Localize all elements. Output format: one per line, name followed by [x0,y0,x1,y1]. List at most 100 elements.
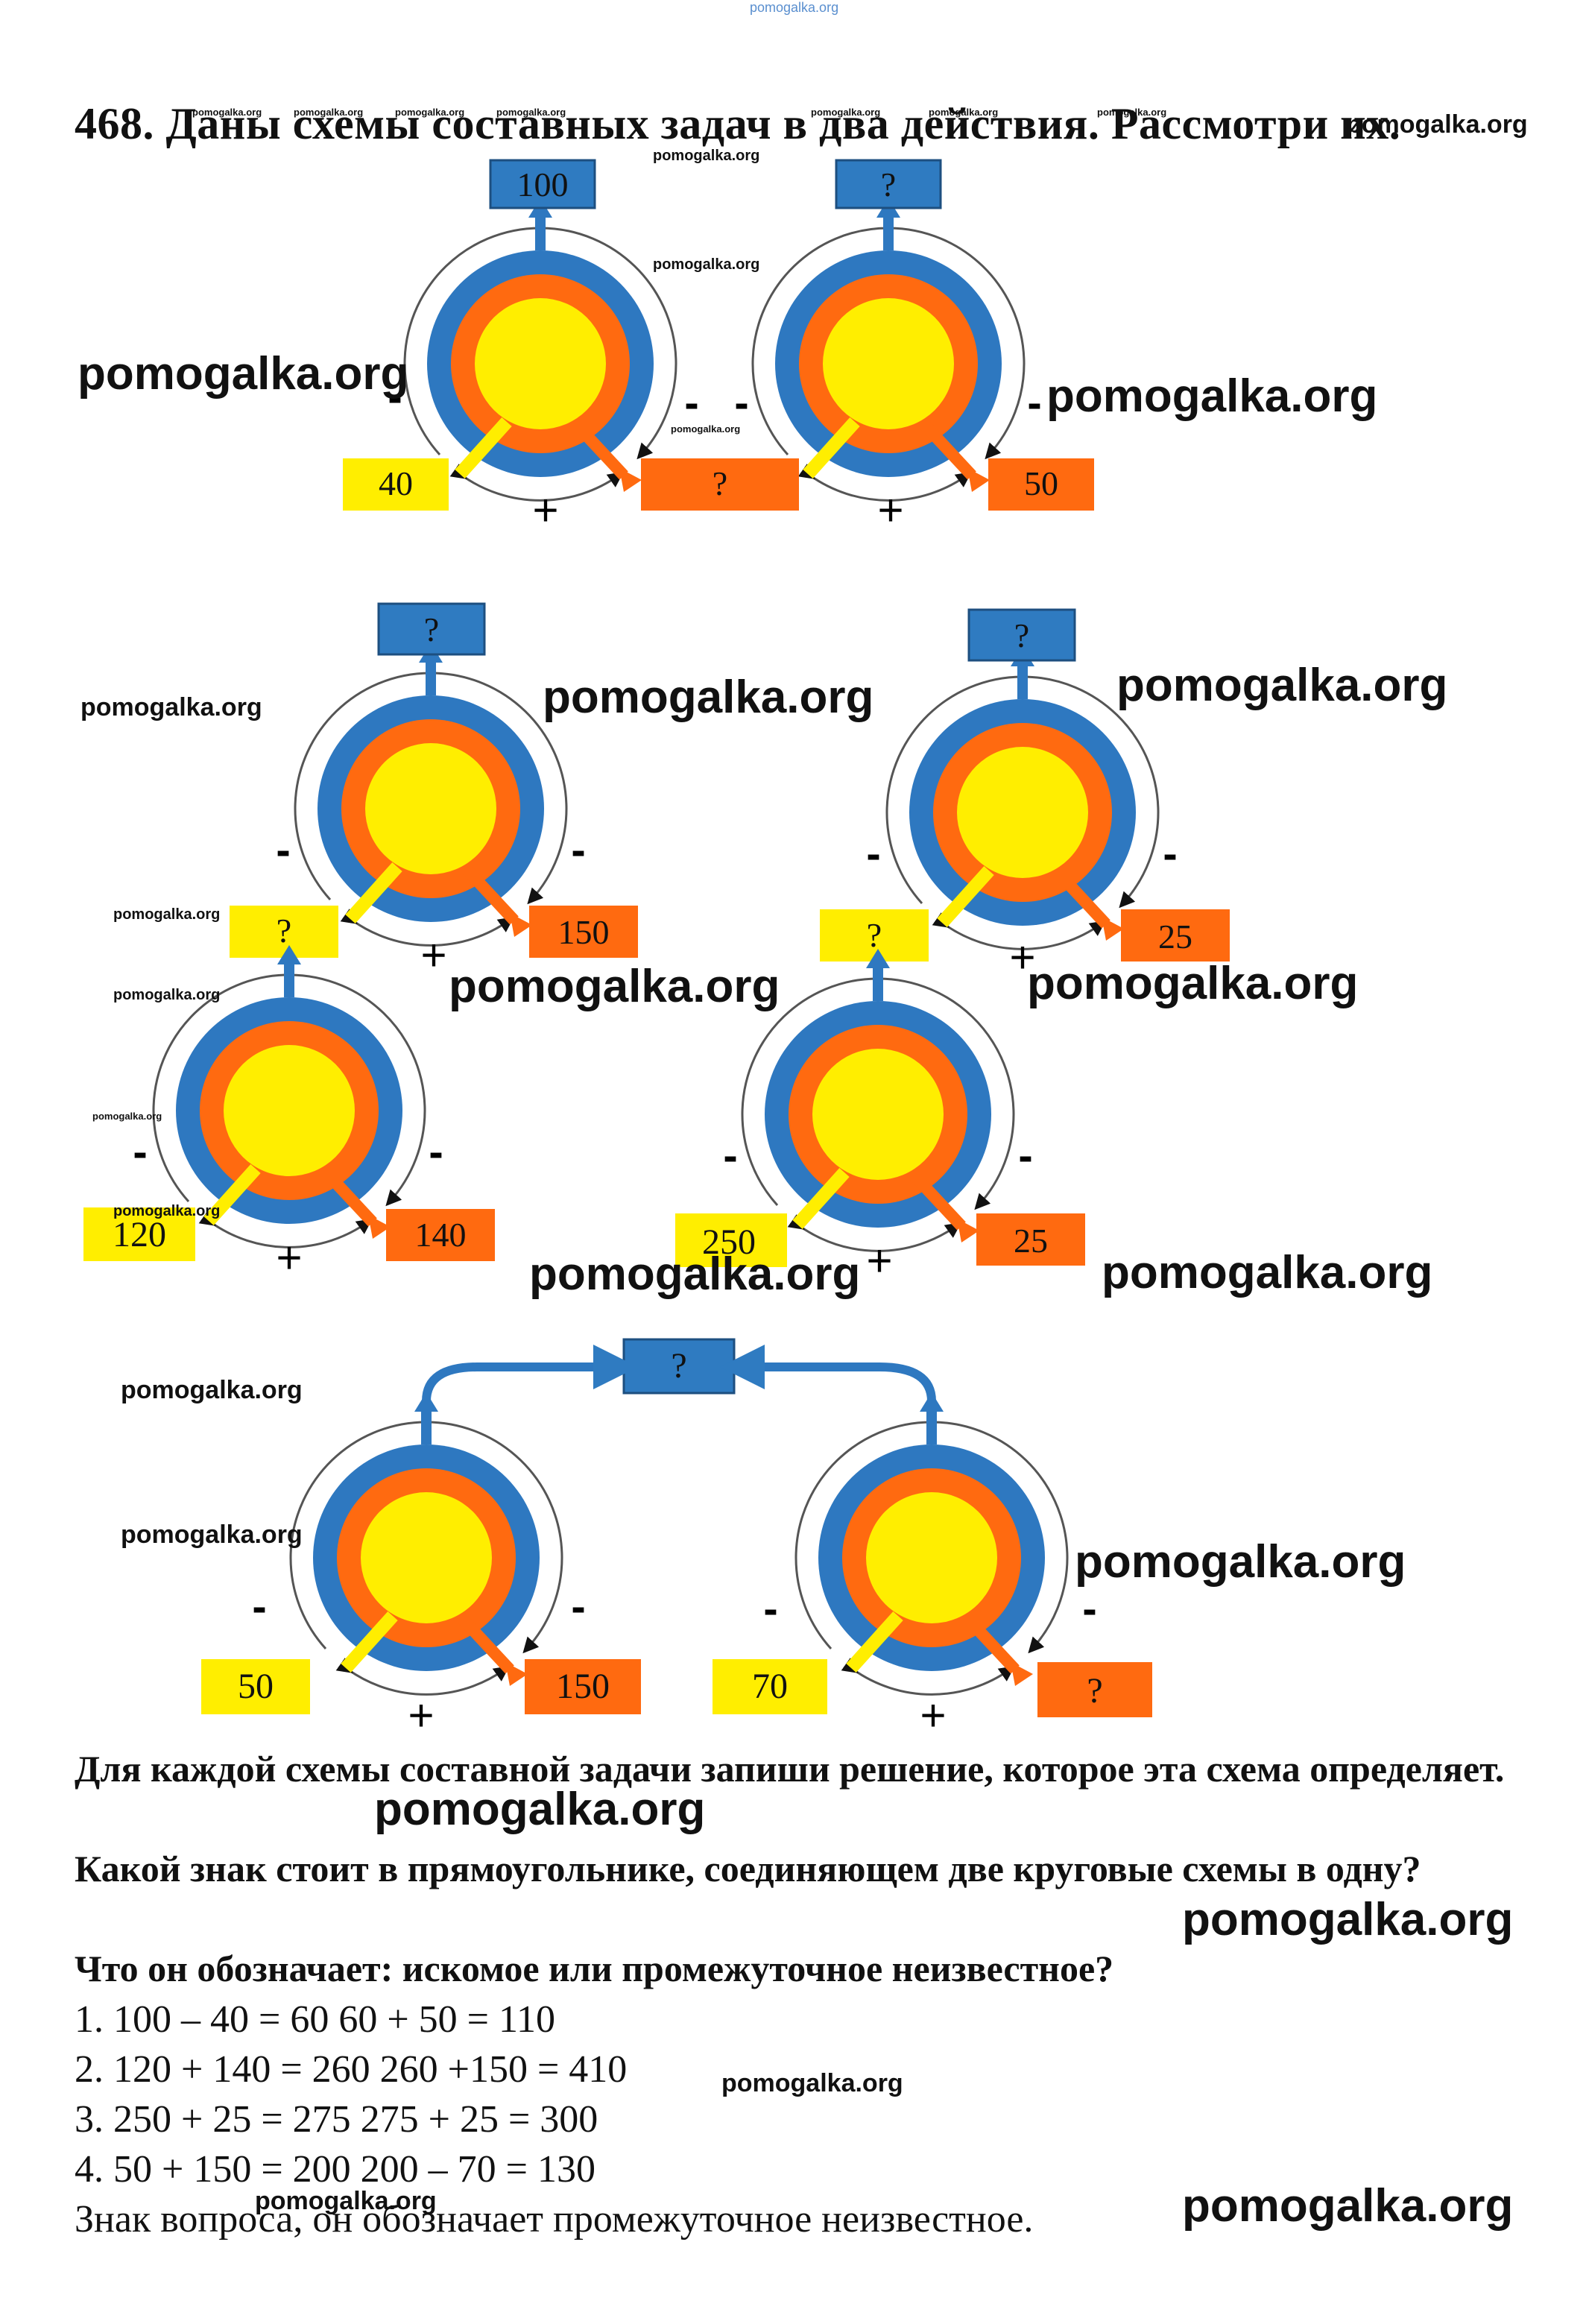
scheme-3-result-value: ? [424,610,439,648]
site-mark: pomogalka.org [750,0,839,15]
solution-line-2: 2. 120 + 140 = 260 260 +150 = 410 [75,2048,628,2091]
plus-sign: + [920,1690,946,1737]
scheme-7-circle [291,1392,562,1694]
scheme-5-right-value: 140 [415,1216,467,1254]
minus-sign: - [684,379,698,427]
watermark: pomogalka.org [80,693,262,721]
watermark: pomogalka.org [1075,1536,1406,1588]
minus-sign: - [571,1582,585,1631]
question-3: Что он обозначает: искомое или промежуто… [75,1948,1114,1989]
shared-box-4-value: 150 [556,1667,610,1706]
watermark: pomogalka.org [1182,1894,1514,1945]
schemes-diagram: 100 ? 40 ? 50 - - - - + + ? ? ? 150 ? 25… [83,159,1230,1737]
watermark: pomogalka.org [192,107,262,118]
solution-line-4: 4. 50 + 150 = 200 200 – 70 = 130 [75,2148,595,2191]
watermark: pomogalka.org [1097,107,1167,118]
shared-box-2 [230,906,338,958]
scheme-8-circle [796,1392,1067,1694]
minus-sign: - [734,379,748,427]
watermark: pomogalka.org [653,256,760,273]
shared-box-1 [641,458,799,511]
scheme-2-result-value: ? [881,165,896,203]
minus-sign: - [763,1585,777,1633]
scheme-5-left-value: 120 [113,1215,166,1254]
watermark: pomogalka.org [113,1203,221,1219]
watermark: pomogalka.org [92,1111,162,1122]
shared-box-1-value: ? [713,464,727,502]
watermark: pomogalka.org [449,961,780,1012]
watermark: pomogalka.org [653,148,760,164]
watermark: pomogalka.org [1182,2180,1514,2232]
scheme-2-right-value: 50 [1024,464,1058,502]
scheme-1-left-box [343,458,449,511]
watermark: pomogalka.org [255,2187,437,2215]
shared-box-2-value: ? [277,912,291,950]
scheme-1-result-box [489,159,596,209]
scheme-4-result-value: ? [1014,616,1029,654]
scheme-1-result-value: 100 [517,165,569,203]
watermark: pomogalka.org [929,107,999,118]
minus-sign: - [866,830,880,878]
watermark: pomogalka.org [374,1784,706,1835]
scheme-8-right-value: ? [1087,1671,1102,1711]
minus-sign: - [571,826,585,874]
scheme-3-result-box [377,602,486,656]
watermark: pomogalka.org [811,107,881,118]
plus-sign: + [408,1690,434,1737]
minus-sign: - [276,826,290,874]
watermark: pomogalka.org [113,906,221,923]
watermark: pomogalka.org [529,1248,861,1300]
shared-box-4 [525,1659,641,1714]
scheme-3-circle [295,643,566,945]
scheme-8-left-value: 70 [752,1667,788,1706]
minus-sign: - [1082,1585,1096,1633]
scheme-6-circle [742,949,1014,1251]
combined-result-value: ? [671,1346,686,1386]
solution-line-1: 1. 100 – 40 = 60 60 + 50 = 110 [75,1998,556,2041]
scheme-6-right-box [976,1213,1085,1266]
minus-sign: - [133,1128,147,1176]
question-1: Для каждой схемы составной задачи запиши… [75,1748,1505,1790]
watermark: pomogalka.org [113,987,221,1003]
scheme-7-left-box [201,1659,310,1714]
watermark: pomogalka.org [496,107,566,118]
scheme-4-right-box [1121,909,1230,962]
scheme-6-left-box [675,1213,787,1267]
watermark: pomogalka.org [121,1376,303,1404]
watermark: pomogalka.org [294,107,364,118]
plus-sign: + [877,485,903,535]
combined-result-box [622,1338,736,1395]
scheme-1-left-value: 40 [379,464,413,502]
scheme-2-result-box [835,159,942,209]
watermark: pomogalka.org [721,2069,903,2097]
plus-sign: + [420,930,446,980]
scheme-6-right-value: 25 [1014,1222,1048,1260]
scheme-4-result-box [967,608,1076,662]
minus-sign: - [1163,830,1177,878]
scheme-6-left-value: 250 [702,1222,756,1262]
minus-sign: - [1027,379,1041,427]
solution-line-3: 3. 250 + 25 = 275 275 + 25 = 300 [75,2098,598,2141]
watermark: pomogalka.org [1116,660,1448,711]
watermark: pomogalka.org [671,423,741,435]
watermark: pomogalka.org [395,107,465,118]
scheme-5-left-box [83,1207,195,1261]
plus-sign: + [532,485,558,535]
scheme-2-right-box [988,458,1094,511]
watermark: pomogalka.org [78,348,409,400]
minus-sign: - [252,1582,266,1631]
scheme-3-right-box [529,906,638,958]
question-2: Какой знак стоит в прямоугольнике, соеди… [75,1848,1421,1889]
shared-box-3-value: ? [867,916,882,954]
scheme-1-circle [405,198,676,500]
watermark: pomogalka.org [1027,958,1359,1009]
watermark: pomogalka.org [1046,370,1378,422]
watermark: pomogalka.org [1346,110,1528,139]
watermark: pomogalka.org [1102,1247,1433,1298]
minus-sign: - [723,1131,737,1180]
scheme-4-right-value: 25 [1158,918,1192,956]
minus-sign: - [1018,1131,1032,1180]
plus-sign: + [1009,932,1035,982]
scheme-2-circle [753,198,1024,500]
minus-sign: - [429,1128,443,1176]
